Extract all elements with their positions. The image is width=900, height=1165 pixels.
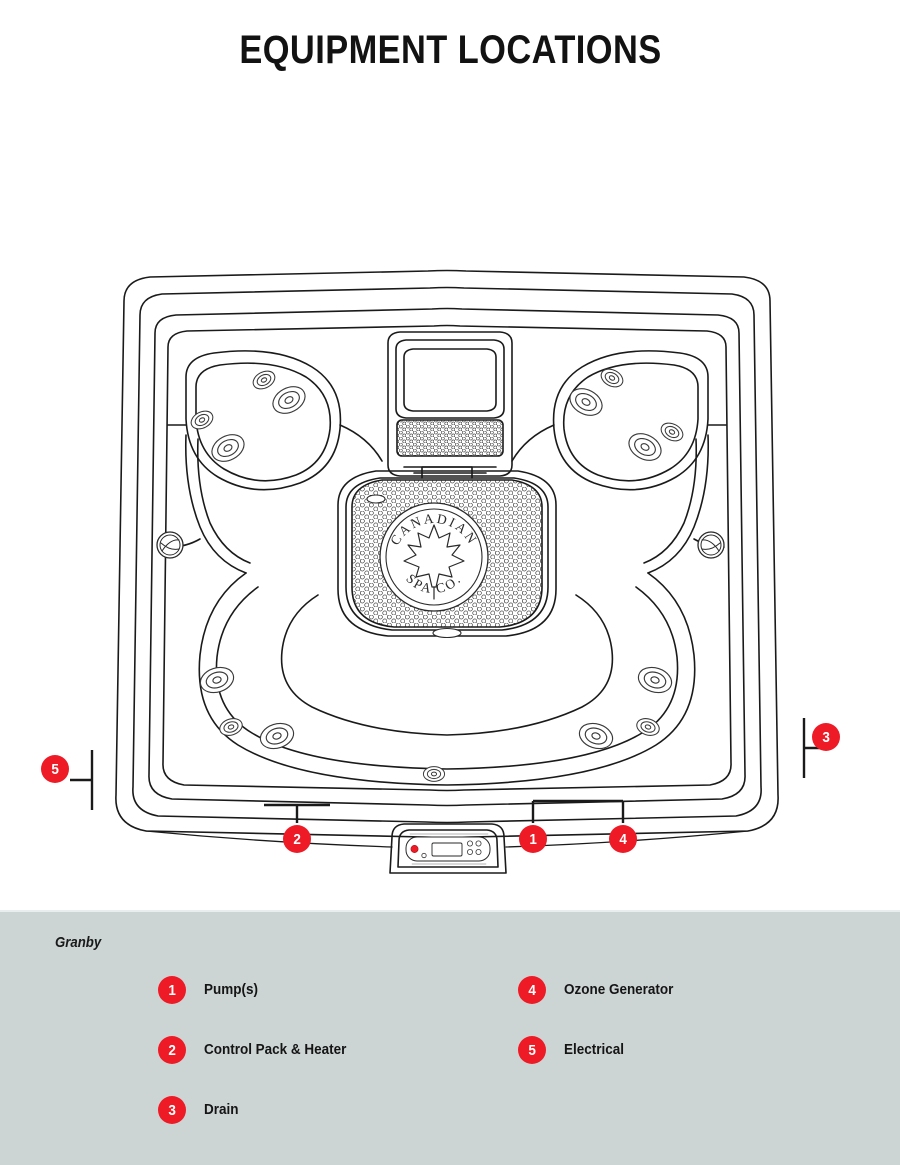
legend-marker-2-number: 2 — [168, 1041, 176, 1059]
legend-item-electrical[interactable]: 5 Electrical — [518, 1032, 682, 1068]
legend-marker-5: 5 — [518, 1036, 546, 1064]
legend-label-electrical: Electrical — [564, 1042, 624, 1058]
legend-marker-5-number: 5 — [528, 1041, 536, 1059]
seat-mid-left — [184, 434, 251, 574]
legend-label-pumps: Pump(s) — [204, 982, 258, 998]
legend-marker-3-number: 3 — [168, 1101, 176, 1119]
legend-panel: Granby 1 Pump(s) 2 Control Pack & Heater… — [0, 910, 900, 1165]
hot-tub-diagram: CANADIAN SPA CO. — [0, 95, 900, 905]
legend-marker-3: 3 — [158, 1096, 186, 1124]
callout-marker-3-number: 3 — [822, 728, 830, 746]
legend-item-drain[interactable]: 3 Drain — [158, 1092, 357, 1128]
seat-top-left — [185, 350, 342, 491]
legend-column-right: 4 Ozone Generator 5 Electrical — [518, 972, 682, 1092]
title-bar: EQUIPMENT LOCATIONS — [0, 0, 900, 100]
legend-item-pumps[interactable]: 1 Pump(s) — [158, 972, 357, 1008]
legend-label-ozone-generator: Ozone Generator — [564, 982, 674, 998]
leader-line-2 — [264, 803, 330, 823]
topside-control-panel — [389, 823, 507, 874]
callout-leader-lines — [70, 718, 826, 823]
fitting-right — [697, 531, 725, 559]
jet-cluster-bottom-right — [575, 662, 676, 754]
leader-line-1-4 — [531, 799, 625, 823]
callout-marker-4[interactable]: 4 — [609, 825, 637, 853]
legend-marker-1: 1 — [158, 976, 186, 1004]
callout-marker-5-number: 5 — [51, 760, 59, 778]
legend-label-drain: Drain — [204, 1102, 239, 1118]
callout-marker-1[interactable]: 1 — [519, 825, 547, 853]
control-panel-power-button — [410, 845, 419, 853]
callout-marker-3[interactable]: 3 — [812, 723, 840, 751]
callout-marker-1-number: 1 — [529, 830, 537, 848]
control-panel-display — [431, 842, 463, 857]
waterfall-feature — [387, 331, 513, 477]
legend-model-name: Granby — [55, 934, 102, 951]
legend-item-ozone-generator[interactable]: 4 Ozone Generator — [518, 972, 682, 1008]
page-title: EQUIPMENT LOCATIONS — [238, 27, 662, 72]
footwell-bench — [198, 572, 696, 786]
callout-marker-5[interactable]: 5 — [41, 755, 69, 783]
seat-top-right — [552, 350, 709, 491]
callout-marker-2-number: 2 — [293, 830, 301, 848]
seat-mid-right — [643, 434, 710, 574]
spa-shell-rim — [148, 307, 746, 807]
jet-footwell-center — [422, 765, 446, 783]
callout-marker-2[interactable]: 2 — [283, 825, 311, 853]
legend-column-left: 1 Pump(s) 2 Control Pack & Heater 3 Drai… — [158, 972, 357, 1152]
callout-marker-4-number: 4 — [619, 830, 627, 848]
legend-marker-4-number: 4 — [528, 981, 536, 999]
legend-marker-4: 4 — [518, 976, 546, 1004]
legend-marker-1-number: 1 — [168, 981, 176, 999]
jet-cluster-bottom-left — [196, 662, 298, 754]
canadian-spa-co-logo — [379, 502, 489, 612]
legend-marker-2: 2 — [158, 1036, 186, 1064]
fitting-left — [156, 531, 184, 559]
leader-line-5 — [70, 750, 94, 810]
legend-item-control-pack-heater[interactable]: 2 Control Pack & Heater — [158, 1032, 357, 1068]
hot-tub-top-view-illustration: CANADIAN SPA CO. — [70, 269, 826, 874]
legend-label-control-pack-heater: Control Pack & Heater — [204, 1042, 347, 1058]
